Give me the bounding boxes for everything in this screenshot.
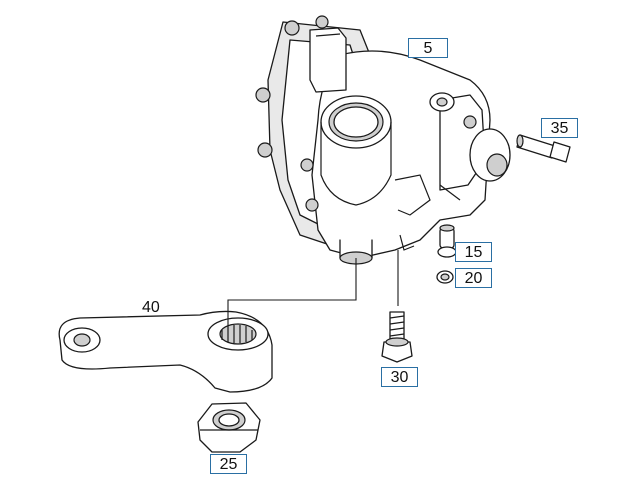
- label-40: 40: [142, 299, 160, 316]
- callout-20[interactable]: 20: [455, 268, 492, 288]
- callout-30[interactable]: 30: [381, 367, 418, 387]
- fitting-part-15: [437, 224, 457, 258]
- leader-line-40: [227, 258, 357, 326]
- nut-part: [197, 402, 261, 453]
- washer-part-20: [436, 270, 454, 284]
- callout-15[interactable]: 15: [455, 242, 492, 262]
- callout-5[interactable]: 5: [408, 38, 448, 58]
- pitman-arm: [58, 310, 273, 393]
- callout-25[interactable]: 25: [210, 454, 247, 474]
- bolt-part-30: [381, 311, 413, 363]
- callout-35[interactable]: 35: [541, 118, 578, 138]
- screw-part-35: [516, 134, 571, 163]
- steering-gear-box: [255, 15, 511, 265]
